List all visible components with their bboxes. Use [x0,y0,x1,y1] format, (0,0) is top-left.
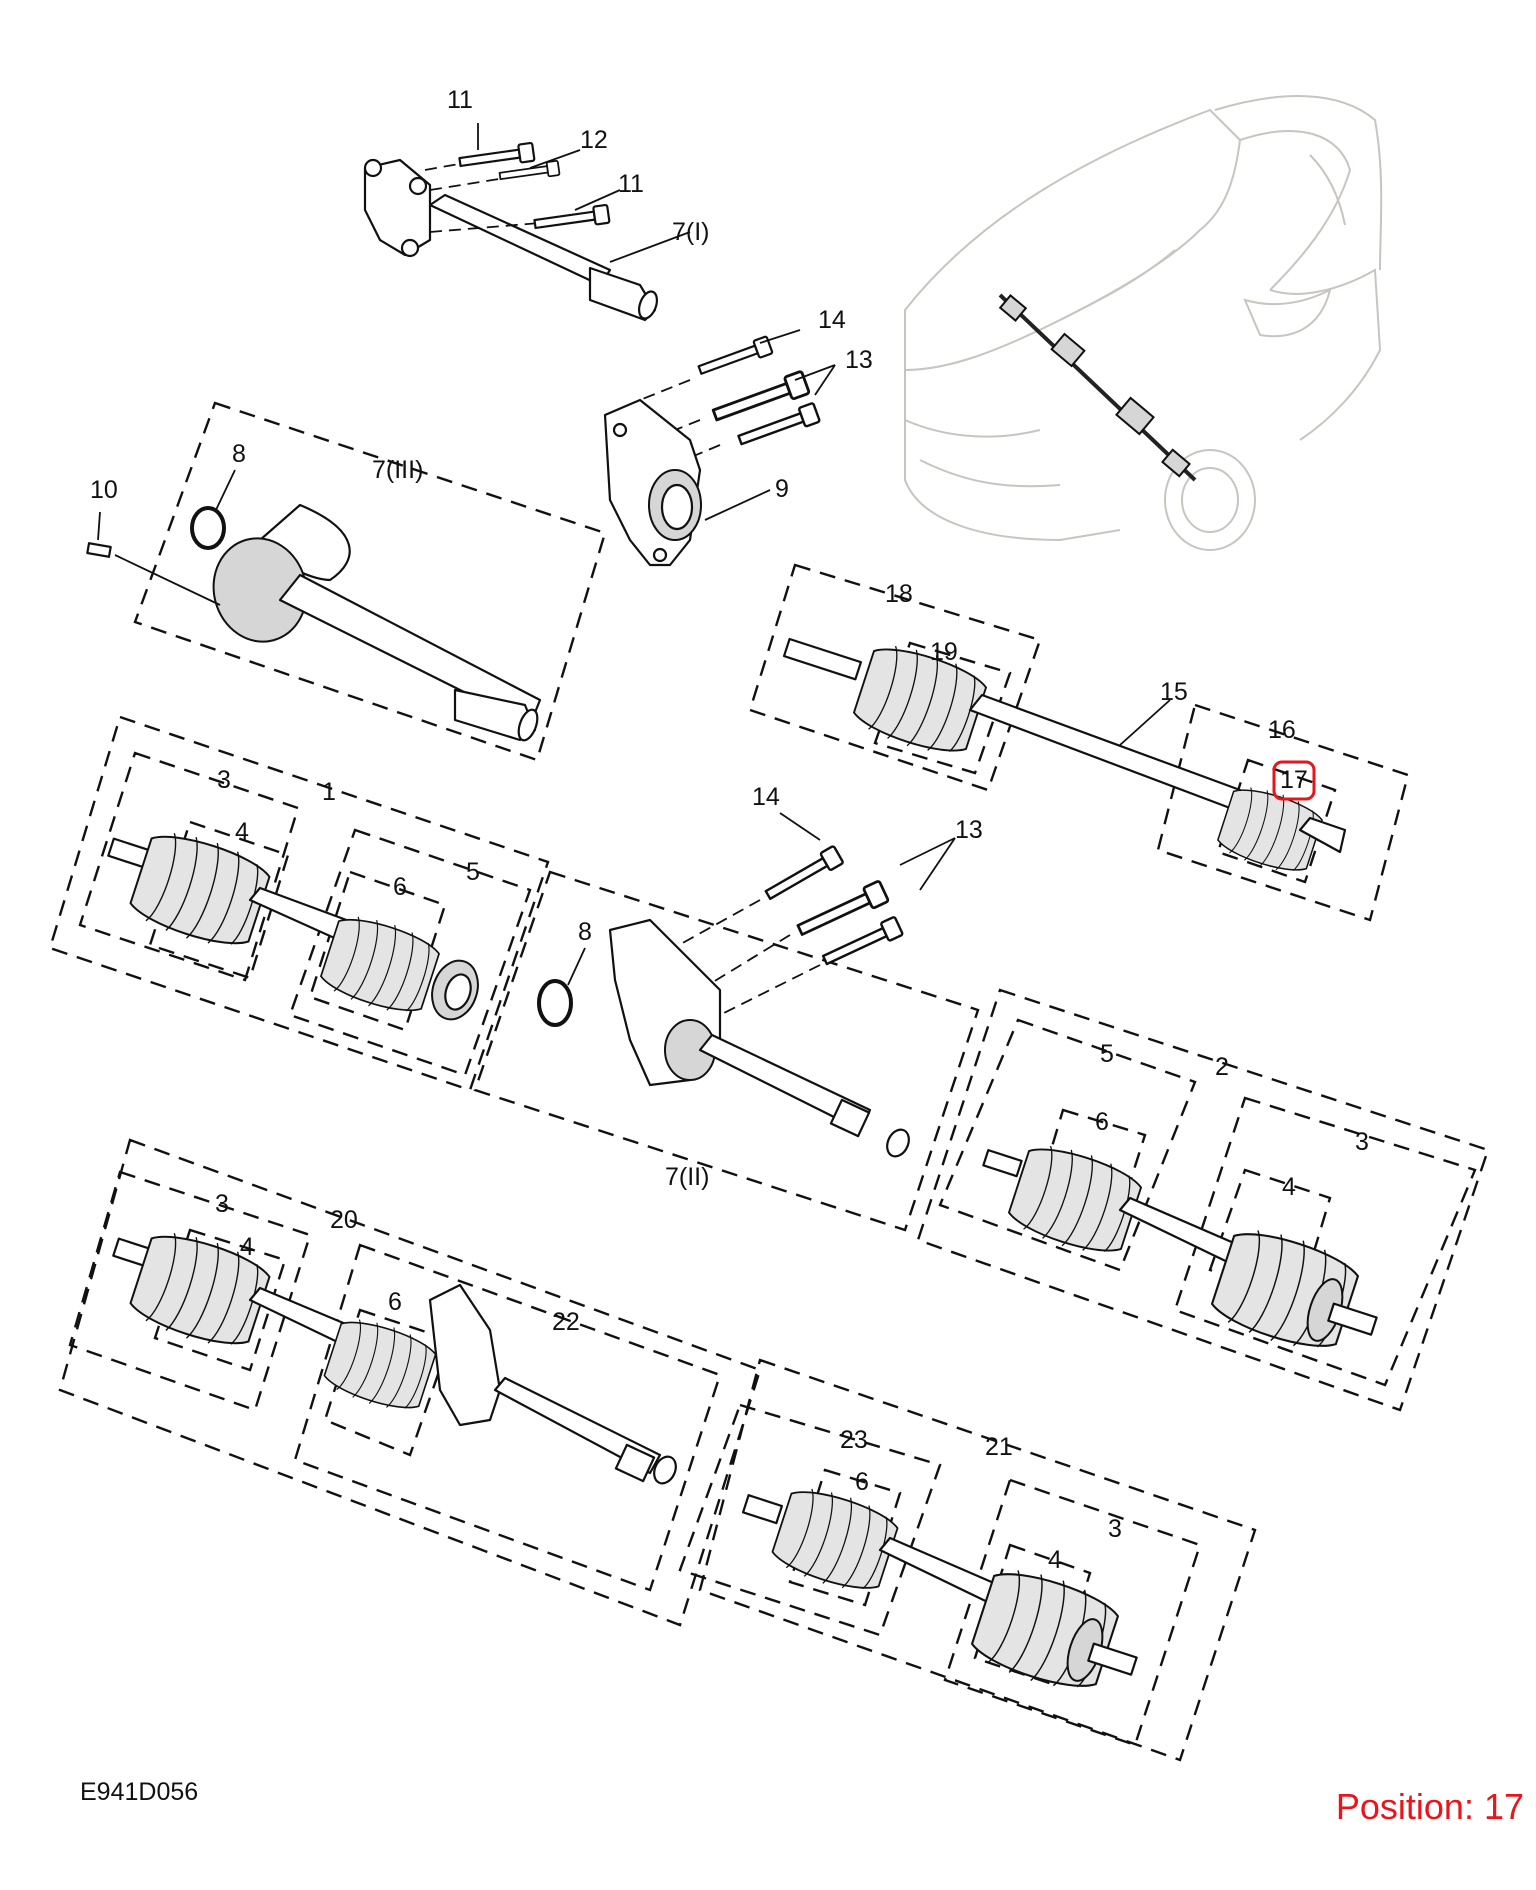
callout-9: 9 [775,475,789,503]
callout-15: 15 [1160,678,1188,706]
callout-22: 22 [552,1308,580,1336]
callout-12: 12 [580,126,608,154]
callout-8: 8 [232,440,246,468]
callout-16: 16 [1268,716,1296,744]
callout-4: 4 [235,818,249,846]
callout-3: 3 [215,1190,229,1218]
callout-4: 4 [1048,1546,1062,1574]
callout-7ii: 7(II) [665,1163,709,1191]
position-label: Position: 17 [1335,1786,1524,1827]
intermediate-shaft-7i [363,123,691,322]
callout-6: 6 [393,873,407,901]
callout-2: 2 [1215,1053,1229,1081]
callout-18: 18 [885,580,913,608]
callout-13: 13 [955,816,983,844]
vehicle-locator-silhouette [904,95,1383,551]
callout-3: 3 [1108,1515,1122,1543]
callout-21: 21 [985,1433,1013,1461]
group-7iii-shaft [86,401,607,762]
callout-17-highlight [1272,760,1316,801]
callout-6: 6 [388,1288,402,1316]
callout-3: 3 [217,766,231,794]
bracket-9-with-bolts [603,329,836,567]
callout-1: 1 [322,778,336,806]
group-7ii-shaft-with-bracket [473,812,980,1232]
callout-8: 8 [578,918,592,946]
callout-6: 6 [1095,1108,1109,1136]
callout-17: 17 [1280,766,1308,794]
callout-11: 11 [618,170,644,198]
callout-23: 23 [840,1426,868,1454]
group-2-driveshaft [916,988,1490,1412]
callout-7i: 7(I) [672,218,710,246]
group-1-driveshaft [48,715,550,1092]
callout-6: 6 [855,1468,869,1496]
callout-19: 19 [930,638,958,666]
callout-11: 11 [447,86,473,114]
group-18-shaft-assembly [748,563,1410,922]
callout-5: 5 [1100,1040,1114,1068]
callout-4: 4 [1282,1173,1296,1201]
callout-14: 14 [818,306,846,334]
callout-7iii: 7(III) [372,456,423,484]
callout-10: 10 [90,476,118,504]
callout-3: 3 [1355,1128,1369,1156]
callout-4: 4 [240,1233,254,1261]
callout-labels: 11 12 11 7(I) 14 13 9 8 7(III) 10 18 19 … [90,86,1369,1574]
diagram-reference-code: E941D056 [80,1778,199,1806]
group-21-driveshaft [678,1358,1257,1762]
callout-20: 20 [330,1206,358,1234]
group-20-driveshaft [58,1138,762,1627]
callout-14: 14 [752,783,780,811]
callout-13: 13 [845,346,873,374]
callout-5: 5 [466,858,480,886]
